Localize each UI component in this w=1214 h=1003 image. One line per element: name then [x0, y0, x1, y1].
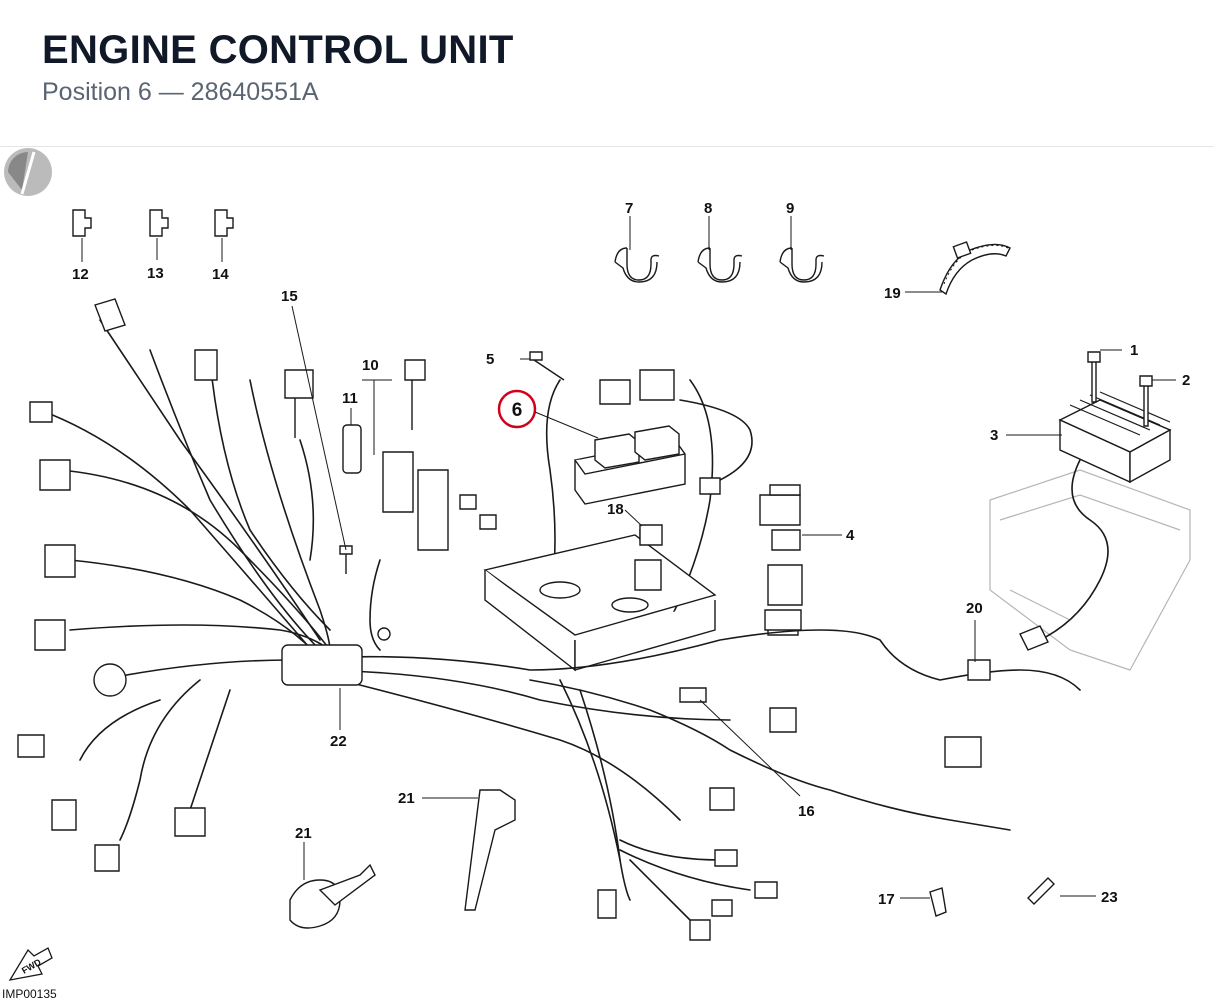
- page-subtitle: Position 6 — 28640551A: [42, 78, 319, 106]
- callout-label-15: 15: [281, 288, 298, 305]
- page-header: ENGINE CONTROL UNIT Position 6 — 2864055…: [0, 0, 1214, 147]
- callout-label-21b: 21: [295, 825, 312, 842]
- connector-callouts-16-20: [679, 620, 976, 797]
- callout-label-18: 18: [607, 501, 624, 518]
- callout-label-19: 19: [884, 285, 901, 302]
- small-parts-17-23: [900, 877, 1096, 917]
- callout-label-20: 20: [966, 600, 983, 617]
- ecu-part-6: [529, 351, 753, 621]
- callout-label-7: 7: [625, 200, 633, 217]
- callout-label-9: 9: [786, 200, 794, 217]
- callout-label-21a: 21: [398, 790, 415, 807]
- callout-label-22: 22: [330, 733, 347, 750]
- image-code: IMP00135: [2, 987, 57, 1001]
- fuse-holder-part-4: [759, 484, 842, 636]
- clamp-parts-7-9: [614, 216, 825, 283]
- highlight-callout-6: 6: [497, 389, 599, 439]
- sensor-parts-10-11-15: [284, 305, 530, 651]
- callout-label-23: 23: [1101, 889, 1118, 906]
- main-wiring-harness-part-22: [17, 298, 1081, 941]
- logo-disc-icon: [4, 148, 52, 196]
- callout-label-3: 3: [990, 427, 998, 444]
- callout-label-13: 13: [147, 265, 164, 282]
- callout-label-6: 6: [512, 400, 523, 421]
- cable-tie-part-19: [905, 241, 1011, 296]
- callout-label-12: 12: [72, 266, 89, 283]
- forward-arrow-icon: FWD: [8, 947, 53, 981]
- callout-label-4: 4: [846, 527, 855, 544]
- ecu-bracket: [483, 529, 717, 672]
- relay-part-18: [624, 509, 663, 546]
- page-title: ENGINE CONTROL UNIT: [42, 28, 514, 72]
- callout-label-2: 2: [1182, 372, 1190, 389]
- callout-label-5: 5: [486, 351, 494, 368]
- regulator-part-3: [989, 349, 1191, 671]
- callout-label-11: 11: [342, 390, 358, 407]
- exploded-parts-diagram: 6 1 2 3 4 5 7 8 9 10 11 12 13 14 15 16 1…: [2, 148, 1191, 1001]
- callout-label-10: 10: [362, 357, 379, 374]
- callout-label-1: 1: [1130, 342, 1138, 359]
- callout-label-14: 14: [212, 266, 229, 283]
- callout-label-16: 16: [798, 803, 815, 820]
- spark-plug-caps-21: [289, 789, 516, 929]
- clip-parts-12-14: [72, 209, 234, 262]
- callout-label-17: 17: [878, 891, 895, 908]
- callout-label-8: 8: [704, 200, 712, 217]
